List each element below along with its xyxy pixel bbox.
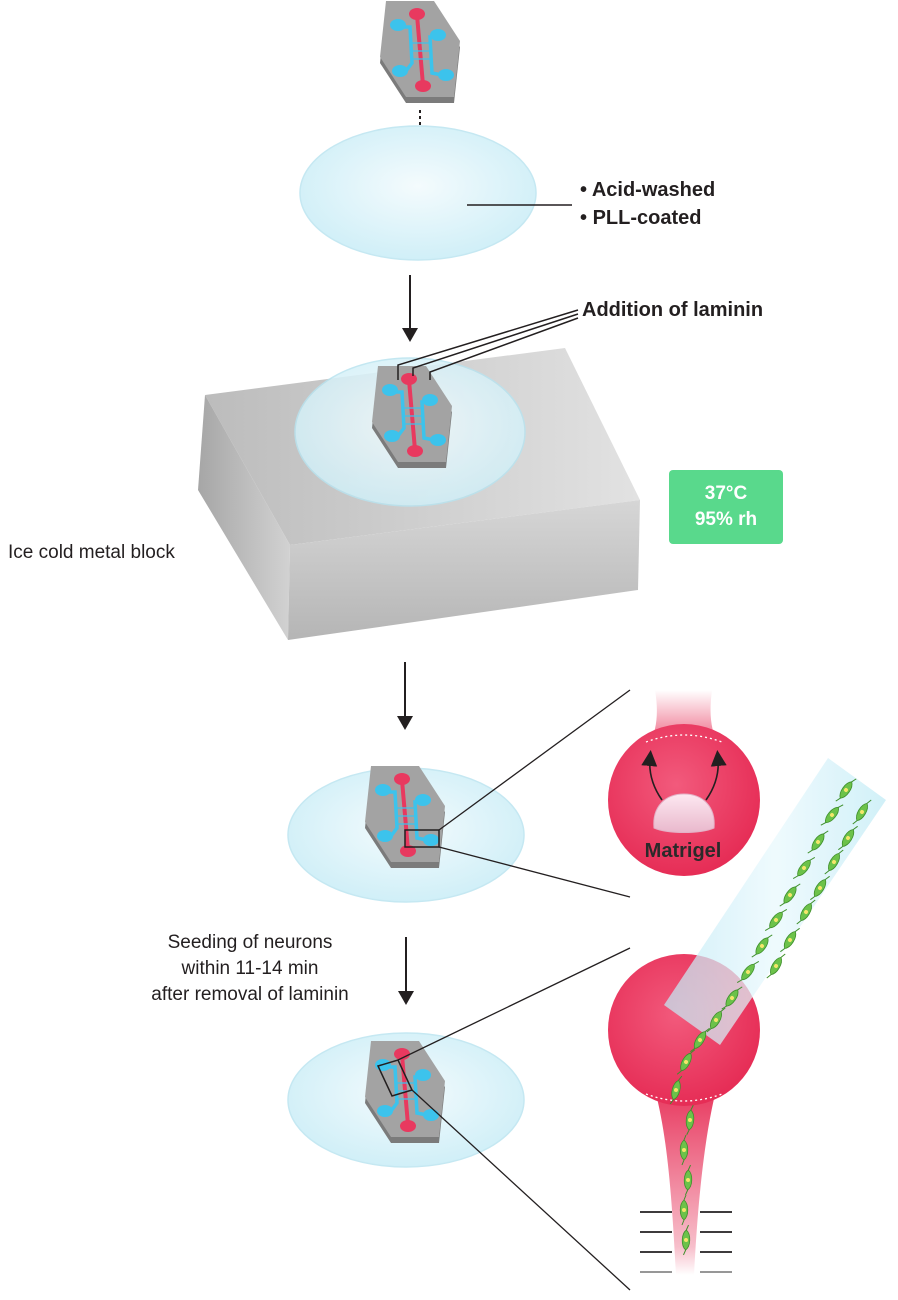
incubation-conditions-badge: 37°C 95% rh [669,470,783,544]
matrigel-label: Matrigel [644,840,722,862]
zoom-line [397,947,631,1061]
seeding-line: after removal of laminin [151,984,349,1005]
zoom-line [438,689,631,831]
zoom-box [404,829,440,848]
addition-of-laminin-label: Addition of laminin [582,299,764,321]
treatment-item: PLL-coated [580,204,715,232]
coverslip-icon [299,125,537,261]
pipette-icon [664,758,886,1045]
coverslip-treatment-list: Acid-washed PLL-coated [580,176,715,232]
metal-block-label: Ice cold metal block [8,542,175,563]
laminin-leader-lines [397,309,579,380]
seeding-step-label: Seeding of neurons within 11-14 min afte… [120,930,380,1008]
zoom-line [411,1089,631,1291]
humidity-label: 95% rh [694,509,758,530]
microfluidic-chip-icon [378,0,462,105]
seeding-zoom [608,758,886,1275]
seeding-line: within 11-14 min [181,958,319,979]
zoom-line [438,846,631,898]
seeding-line: Seeding of neurons [167,932,333,953]
matrigel-well-zoom [608,690,760,876]
temperature-label: 37°C [704,483,748,504]
treatment-item: Acid-washed [580,176,715,204]
